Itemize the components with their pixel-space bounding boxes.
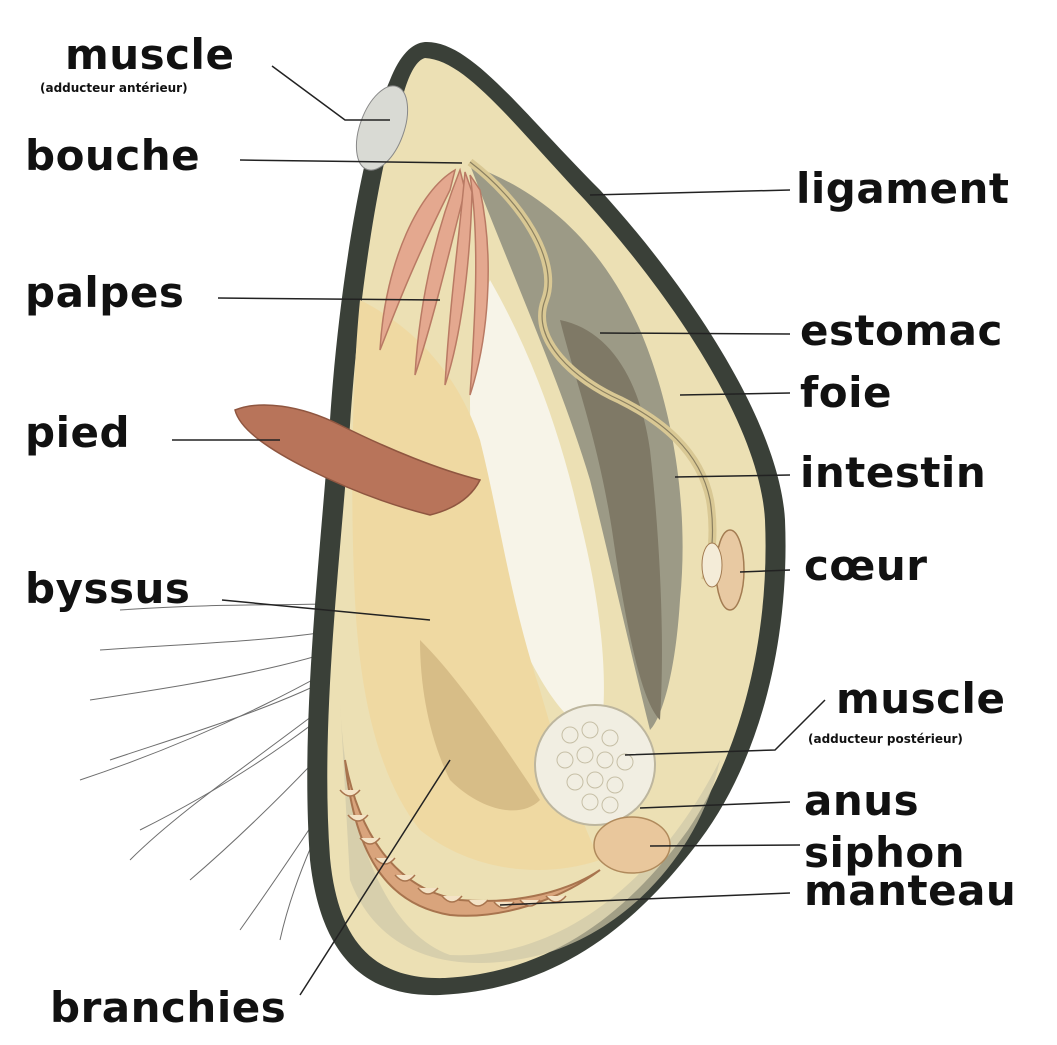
label-palpes: palpes (25, 272, 184, 314)
label-foie: foie (800, 372, 892, 414)
label-byssus: byssus (25, 568, 190, 610)
label-ligament: ligament (796, 168, 1009, 210)
label-manteau: manteau (804, 870, 1016, 912)
label-muscle-anterior-note: (adducteur antérieur) (40, 82, 188, 94)
label-muscle-posterior-note: (adducteur postérieur) (808, 733, 963, 745)
label-pied: pied (25, 412, 130, 454)
label-branchies: branchies (50, 987, 286, 1029)
label-anus: anus (804, 780, 919, 822)
posterior-adductor (535, 705, 655, 825)
label-muscle-posterior: muscle (836, 678, 1005, 720)
label-intestin: intestin (800, 452, 986, 494)
label-bouche: bouche (25, 135, 200, 177)
siphon (594, 817, 670, 873)
label-estomac: estomac (800, 310, 1003, 352)
label-muscle-anterior: muscle (65, 34, 234, 76)
label-coeur: cœur (804, 545, 927, 587)
